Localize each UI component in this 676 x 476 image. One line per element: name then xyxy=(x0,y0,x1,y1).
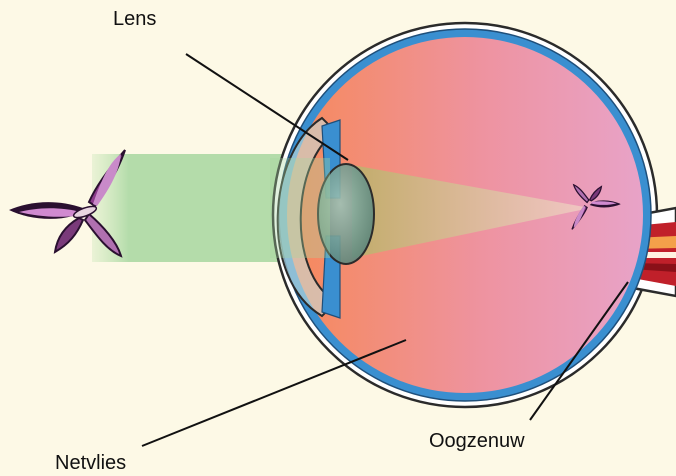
light-beam-front xyxy=(270,158,330,258)
optic-nerve-label: Oogzenuw xyxy=(429,430,525,453)
lens-label: Lens xyxy=(113,8,156,31)
retina-leader-line xyxy=(142,340,406,446)
retina-label: Netvlies xyxy=(55,452,126,475)
